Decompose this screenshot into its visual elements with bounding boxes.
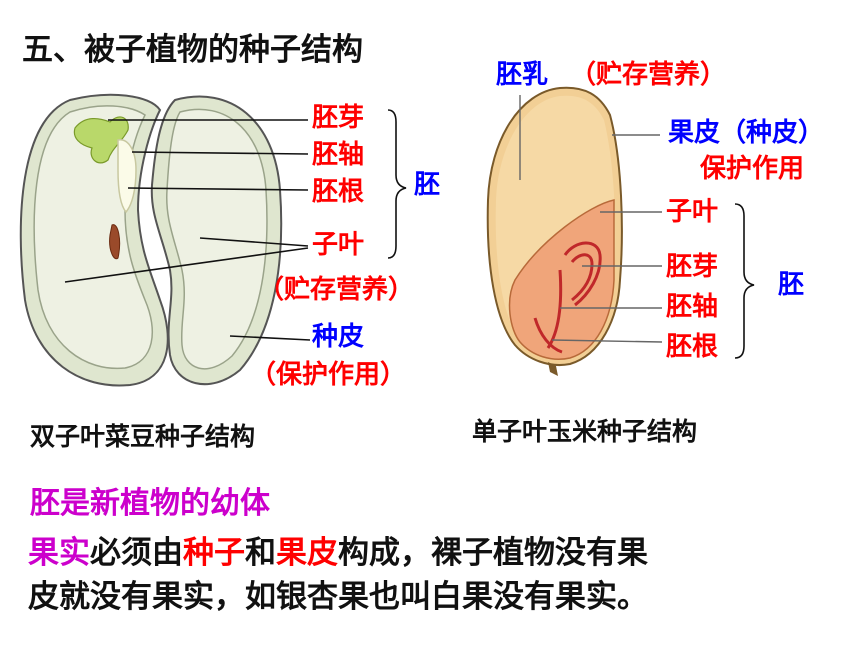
label-bean-seed-coat-note: （保护作用） [250,360,407,390]
label-corn-hypocotyl: 胚轴 [666,292,719,322]
label-bean-radicle: 胚根 [312,177,365,207]
label-bean-cotyledon-note: （贮存营养） [258,275,415,305]
label-bean-plumule: 胚芽 [312,103,365,133]
embryo-statement: 胚是新植物的幼体 [30,486,270,521]
term-fruit: 果实 [28,535,90,571]
label-corn-embryo: 胚 [778,270,805,300]
page-title: 五、被子植物的种子结构 [22,32,363,68]
term-pericarp: 果皮 [276,535,338,571]
text-segment: 必须由 [90,535,183,571]
fruit-paragraph-line-2: 皮就没有果实，如银杏果也叫白果没有果实。 [28,579,648,615]
term-seed: 种子 [183,535,245,571]
corn-leader-lines [519,95,663,343]
corn-seed-illustration [486,86,623,376]
bean-seed-illustration [19,93,283,387]
label-bean-cotyledon: 子叶 [312,230,365,260]
bean-hilum [109,224,121,260]
text-segment: 构成，裸子植物没有果 [338,535,648,571]
bean-hypocotyl [117,139,137,214]
label-corn-endosperm: 胚乳 [496,60,549,90]
label-bean-embryo: 胚 [414,170,441,200]
bean-leader-lines [64,109,407,341]
label-corn-plumule: 胚芽 [666,252,719,282]
label-corn-radicle: 胚根 [666,332,719,362]
label-bean-hypocotyl: 胚轴 [312,140,365,170]
label-corn-endosperm-note: （贮存营养） [570,60,727,90]
text-segment: 和 [245,535,276,571]
label-corn-cotyledon: 子叶 [666,197,719,227]
label-corn-pericarp-note: 保护作用 [700,154,805,184]
caption-bean: 双子叶菜豆种子结构 [30,422,256,451]
caption-corn: 单子叶玉米种子结构 [472,417,698,446]
corn-embryo-lines [533,241,602,354]
label-bean-seed-coat: 种皮 [312,322,365,352]
fruit-paragraph-line-1: 果实必须由种子和果皮构成，裸子植物没有果 [28,532,648,574]
label-corn-pericarp: 果皮（种皮） [668,118,825,148]
